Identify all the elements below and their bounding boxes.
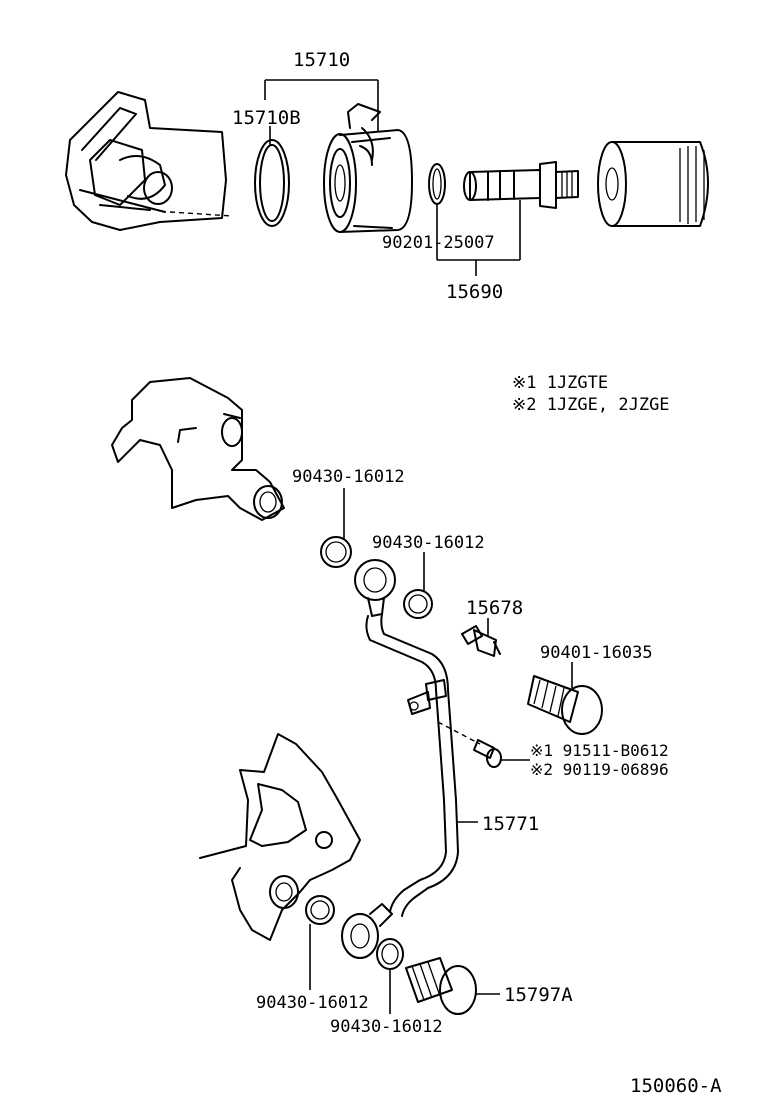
o-ring-large xyxy=(254,139,290,227)
turbo-housing-casting xyxy=(111,377,285,521)
figure-id: 150060-A xyxy=(630,1075,722,1097)
label-15771: 15771 xyxy=(482,813,539,835)
oil-pipe xyxy=(365,613,459,917)
label-15797a: 15797A xyxy=(504,984,573,1006)
top-leader-lines xyxy=(264,79,521,276)
pipe-clamp xyxy=(407,679,447,715)
engine-block-casting-top xyxy=(65,91,233,231)
label-90430-16012-d: 90430-16012 xyxy=(330,1017,443,1037)
label-15690: 15690 xyxy=(446,281,503,303)
bolt-callout-line-2: ※2 90119-06896 xyxy=(530,760,669,779)
label-90430-16012-a: 90430-16012 xyxy=(292,467,405,487)
washer-lower-b xyxy=(376,938,404,970)
oil-pressure-sensor xyxy=(461,625,501,657)
oil-filter xyxy=(597,141,709,227)
label-15710b: 15710B xyxy=(232,107,301,129)
washer-upper-a xyxy=(320,536,352,568)
clamp-bolt xyxy=(437,721,502,768)
label-90430-16012-c: 90430-16012 xyxy=(256,993,369,1013)
label-90430-16012-b: 90430-16012 xyxy=(372,533,485,553)
washer-upper-b xyxy=(403,589,433,619)
washer-lower-a xyxy=(305,895,335,925)
union-bolt xyxy=(463,161,579,209)
union-bolt-upper xyxy=(527,675,603,735)
oil-cooler-assembly xyxy=(323,103,413,233)
gasket-small xyxy=(428,163,446,205)
banjo-fitting-lower xyxy=(341,903,393,959)
union-bolt-lower xyxy=(405,957,477,1015)
label-90201-25007: 90201-25007 xyxy=(382,233,495,253)
label-15710: 15710 xyxy=(293,49,350,71)
label-90401-16035: 90401-16035 xyxy=(540,643,653,663)
engine-note-line-1: ※1 1JZGTE xyxy=(512,373,608,393)
bracket-casting-lower xyxy=(199,733,361,941)
banjo-fitting-upper xyxy=(354,559,396,617)
bolt-callout-line-1: ※1 91511-B0612 xyxy=(530,741,669,760)
engine-note-line-2: ※2 1JZGE, 2JZGE xyxy=(512,395,670,415)
lower-leader-lines xyxy=(309,488,573,1014)
label-15678: 15678 xyxy=(466,597,523,619)
